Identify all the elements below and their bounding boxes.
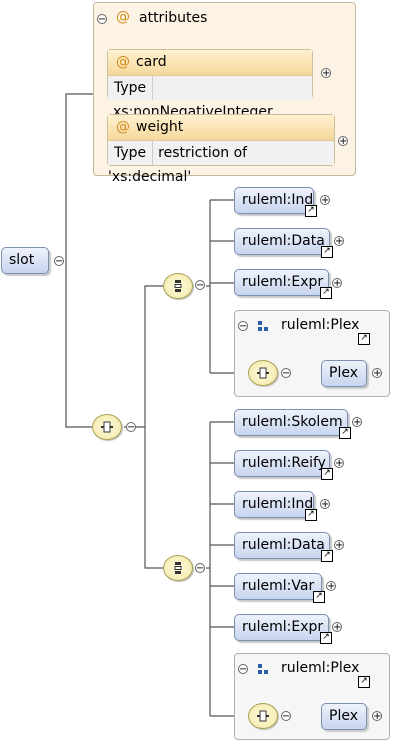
group-icon [264,670,268,674]
reference-icon: ↗ [321,468,333,480]
attributes-title: attributes [139,10,208,26]
card-expand-icon[interactable]: + [321,68,331,79]
group-icon [258,327,262,331]
reference-icon: ↗ [313,591,325,603]
sequence-compositor-plex-1[interactable] [248,360,278,386]
attribute-name: card [136,54,167,70]
reference-icon: ↗ [321,550,333,562]
sequence-collapse-icon[interactable]: − [126,422,136,433]
choice-2-collapse-icon[interactable]: − [195,563,205,574]
reference-icon: ↗ [305,205,317,217]
reference-icon: ↗ [339,427,351,439]
expand-icon[interactable]: + [332,622,342,633]
choice-1-collapse-icon[interactable]: − [195,280,205,291]
plex-sequence-collapse-icon[interactable]: − [281,711,291,722]
attribute-name: weight [136,119,184,135]
expand-icon[interactable]: + [352,417,362,428]
attributes-group: − @ attributes @card Typexs:nonNegativeI… [93,2,356,185]
group-icon [264,327,268,331]
type-value: restriction of 'xs:decimal' [108,145,248,185]
attribute-at-icon: @ [116,54,130,70]
expand-icon[interactable]: + [334,236,344,247]
sequence-compositor[interactable] [92,414,122,440]
sequence-icon [257,367,269,379]
weight-expand-icon[interactable]: + [338,136,348,147]
choice2-item[interactable]: ruleml:Skolem↗ [234,409,351,439]
group-icon [258,670,262,674]
group-icon [258,664,262,668]
type-label: Type [108,141,154,165]
expand-icon[interactable]: + [320,195,330,206]
choice-compositor-1[interactable] [163,273,193,299]
sequence-icon [101,421,113,433]
choice1-item[interactable]: ruleml:Data↗ [234,228,333,258]
reference-icon: ↗ [305,509,317,521]
expand-icon[interactable]: + [326,581,336,592]
plex-expand-icon[interactable]: + [372,711,382,722]
attribute-at-icon: @ [116,119,130,135]
choice2-item[interactable]: ruleml:Data↗ [234,532,333,562]
attributes-at-icon: @ [116,9,130,25]
choice-compositor-2[interactable] [163,555,193,581]
choice2-item[interactable]: ruleml:Expr↗ [234,614,332,644]
attributes-collapse-icon[interactable]: − [97,14,107,25]
slot-collapse-icon[interactable]: − [54,256,64,267]
slot-element[interactable]: slot [1,247,49,274]
sequence-compositor-plex-2[interactable] [248,703,278,729]
reference-icon: ↗ [358,333,370,345]
reference-icon: ↗ [321,246,333,258]
expand-icon[interactable]: + [334,540,344,551]
expand-icon[interactable]: + [320,499,330,510]
reference-icon: ↗ [320,632,332,644]
plex-collapse-icon[interactable]: − [238,664,248,675]
reference-icon: ↗ [320,287,332,299]
type-label: Type [108,76,154,100]
slot-label: slot [9,252,35,268]
reference-icon: ↗ [358,676,370,688]
group-icon [258,321,262,325]
plex-group-title: ruleml:Plex [281,317,360,333]
expand-icon[interactable]: + [332,278,342,289]
plex-group-1: − ruleml:Plex ↗ [234,310,390,397]
choice1-item[interactable]: ruleml:Expr↗ [234,269,332,299]
choice2-item[interactable]: ruleml:Reify↗ [234,450,333,480]
choice-icon [174,562,182,574]
choice2-item[interactable]: ruleml:Ind↗ [234,491,317,521]
attribute-card[interactable]: @card Typexs:nonNegativeInteger [107,49,313,120]
choice-icon [174,280,182,292]
plex-sequence-collapse-icon[interactable]: − [281,368,291,379]
plex-group-title: ruleml:Plex [281,660,360,676]
expand-icon[interactable]: + [334,458,344,469]
choice2-item[interactable]: ruleml:Var↗ [234,573,325,603]
plex-collapse-icon[interactable]: − [238,321,248,332]
plex-expand-icon[interactable]: + [372,368,382,379]
sequence-icon [257,710,269,722]
plex-element-1[interactable]: Plex [321,360,367,387]
choice1-item[interactable]: ruleml:Ind↗ [234,187,317,217]
plex-element-2[interactable]: Plex [321,703,367,730]
